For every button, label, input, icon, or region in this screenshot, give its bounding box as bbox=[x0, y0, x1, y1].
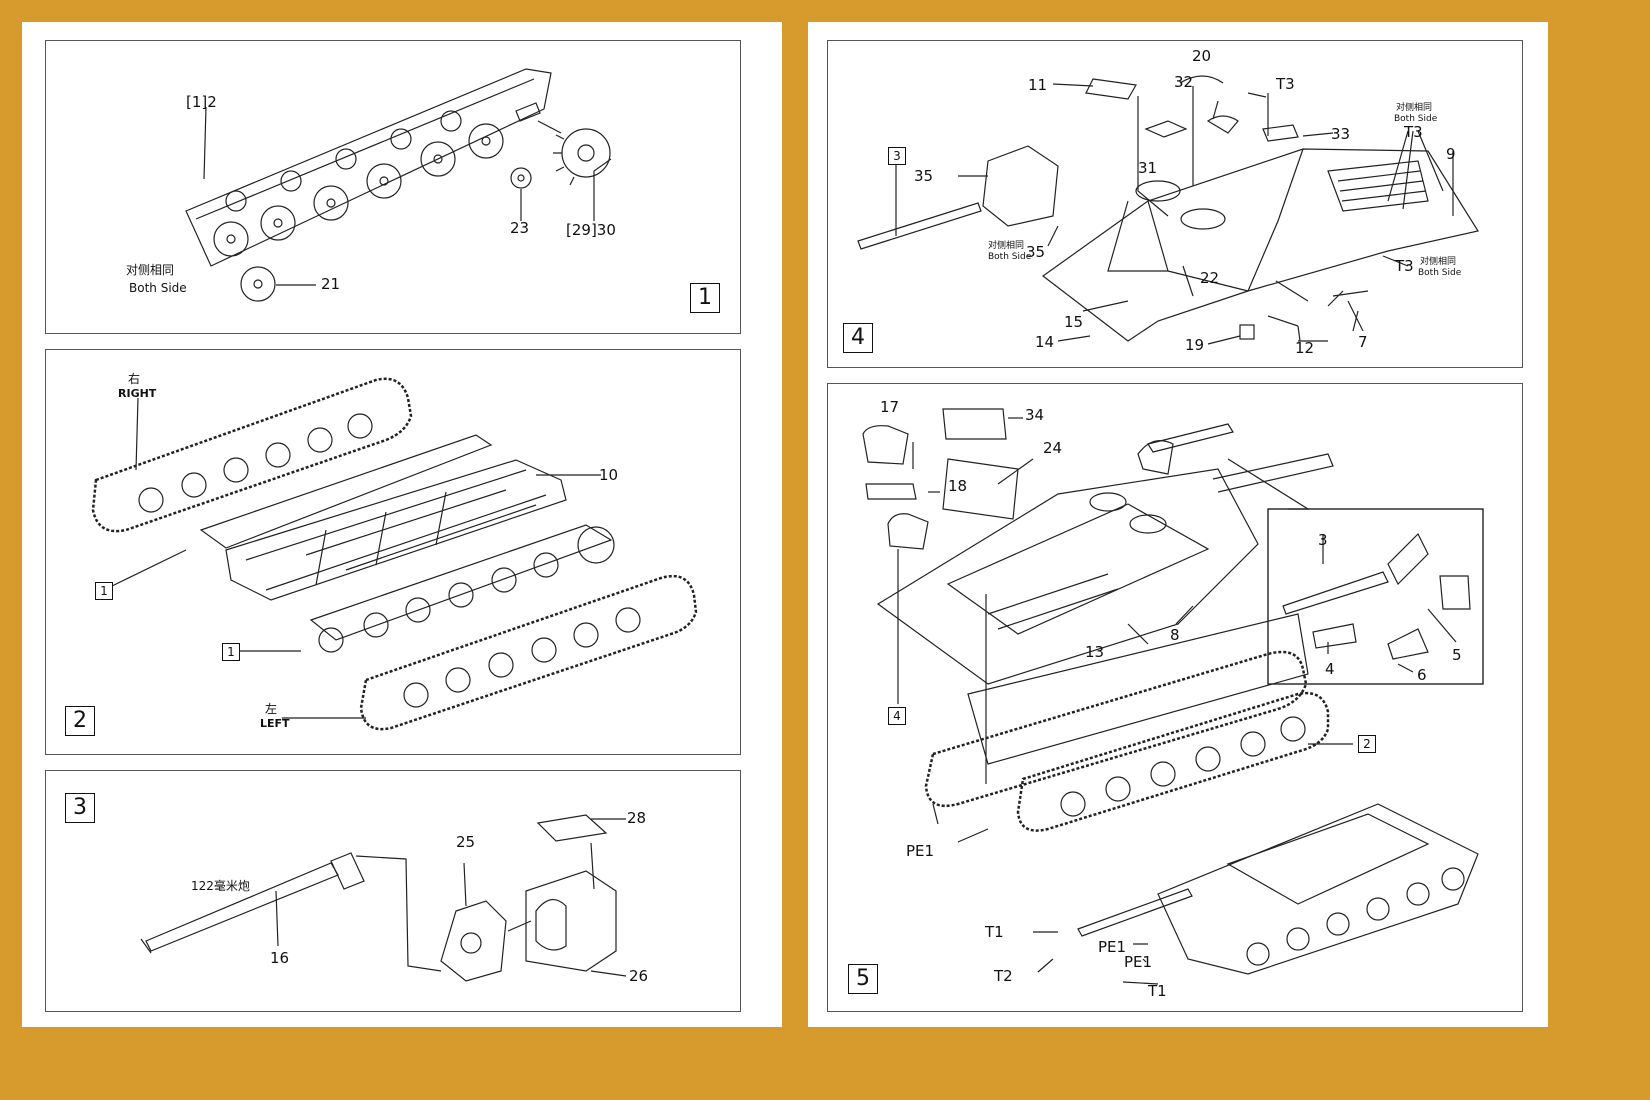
part-label-35a: 35 bbox=[914, 167, 934, 185]
step-3-drawing bbox=[140, 814, 627, 982]
part-label-16: 16 bbox=[270, 949, 290, 967]
part-label-32: 32 bbox=[1174, 73, 1194, 91]
part-label-8: 8 bbox=[1170, 626, 1180, 644]
part-label-4: 4 bbox=[1325, 660, 1335, 678]
part-label-34: 34 bbox=[1025, 406, 1045, 424]
ref-step-3: 3 bbox=[888, 147, 906, 165]
part-label-2: [1]2 bbox=[186, 93, 217, 111]
step-4-panel: 3 35 35 对侧相同 Both Side 11 20 32 T3 33 对侧… bbox=[827, 40, 1523, 368]
part-label-13: 13 bbox=[1085, 643, 1105, 661]
pe1-label-c: PE1 bbox=[1124, 953, 1153, 971]
part-label-23: 23 bbox=[510, 219, 530, 237]
t3-label-a: T3 bbox=[1276, 75, 1295, 93]
ref-step-2: 2 bbox=[1358, 735, 1376, 753]
step-2-drawing bbox=[91, 377, 698, 731]
left-cn-label: 左 bbox=[265, 702, 278, 716]
part-label-6: 6 bbox=[1417, 666, 1427, 684]
step-1-panel: [1]2 21 23 [29]30 对侧相同 Both Side 1 bbox=[45, 40, 741, 334]
step-5-panel: 17 34 24 18 3 5 4 6 8 13 4 2 PE1 T1 PE1 … bbox=[827, 383, 1523, 1012]
part-label-12: 12 bbox=[1295, 339, 1315, 357]
left-en-label: LEFT bbox=[260, 717, 290, 730]
both-side-cn-4a: 对侧相同 bbox=[988, 241, 1025, 251]
step-1-drawing bbox=[185, 68, 612, 302]
pe1-label-b: PE1 bbox=[1098, 938, 1127, 956]
both-side-en-4a: Both Side bbox=[988, 252, 1032, 262]
part-label-35b: 35 bbox=[1026, 243, 1046, 261]
t1-label-b: T1 bbox=[1148, 982, 1167, 1000]
part-label-5: 5 bbox=[1452, 646, 1462, 664]
part-label-22: 22 bbox=[1200, 269, 1220, 287]
part-label-3: 3 bbox=[1318, 531, 1328, 549]
step-4-drawing bbox=[857, 75, 1479, 345]
step-number-3: 3 bbox=[65, 793, 95, 823]
ref-step-4: 4 bbox=[888, 707, 906, 725]
t3-label-b: T3 bbox=[1404, 123, 1423, 141]
part-label-24: 24 bbox=[1043, 439, 1063, 457]
right-cn-label: 右 bbox=[128, 372, 141, 386]
step-2-panel: 右 RIGHT 10 1 1 左 LEFT 2 bbox=[45, 349, 741, 755]
part-label-31: 31 bbox=[1138, 159, 1158, 177]
both-side-cn-4c: 对侧相同 bbox=[1420, 257, 1457, 267]
gun-cn-label: 122毫米炮 bbox=[191, 879, 250, 893]
part-label-15: 15 bbox=[1064, 313, 1084, 331]
t3-label-c: T3 bbox=[1395, 257, 1414, 275]
t2-label: T2 bbox=[994, 967, 1013, 985]
both-side-en: Both Side bbox=[129, 281, 187, 295]
part-label-17: 17 bbox=[880, 398, 900, 416]
ref-step-1b: 1 bbox=[222, 643, 240, 661]
part-label-18: 18 bbox=[948, 477, 968, 495]
both-side-en-4b: Both Side bbox=[1394, 114, 1438, 124]
part-label-21: 21 bbox=[321, 275, 341, 293]
part-label-33: 33 bbox=[1331, 125, 1351, 143]
part-label-10: 10 bbox=[599, 466, 619, 484]
part-label-30: [29]30 bbox=[566, 221, 616, 239]
part-label-7: 7 bbox=[1358, 333, 1368, 351]
right-en-label: RIGHT bbox=[118, 387, 157, 400]
step-3-panel: 3 122毫米炮 16 25 26 28 bbox=[45, 770, 741, 1012]
step-number-1: 1 bbox=[690, 283, 720, 313]
ref-step-1a: 1 bbox=[95, 582, 113, 600]
step-number-5: 5 bbox=[848, 964, 878, 994]
pe1-label-a: PE1 bbox=[906, 842, 935, 860]
step-number-2: 2 bbox=[65, 706, 95, 736]
t1-label-a: T1 bbox=[985, 923, 1004, 941]
part-label-28: 28 bbox=[627, 809, 647, 827]
part-label-11: 11 bbox=[1028, 76, 1048, 94]
part-label-19: 19 bbox=[1185, 336, 1205, 354]
both-side-cn: 对侧相同 bbox=[126, 263, 175, 277]
step-5-drawing bbox=[862, 408, 1484, 985]
part-label-20: 20 bbox=[1192, 47, 1212, 65]
part-label-25: 25 bbox=[456, 833, 476, 851]
both-side-en-4c: Both Side bbox=[1418, 268, 1462, 278]
step-number-4: 4 bbox=[843, 323, 873, 353]
part-label-14: 14 bbox=[1035, 333, 1055, 351]
both-side-cn-4b: 对侧相同 bbox=[1396, 103, 1433, 113]
part-label-26: 26 bbox=[629, 967, 649, 985]
part-label-9: 9 bbox=[1446, 145, 1456, 163]
